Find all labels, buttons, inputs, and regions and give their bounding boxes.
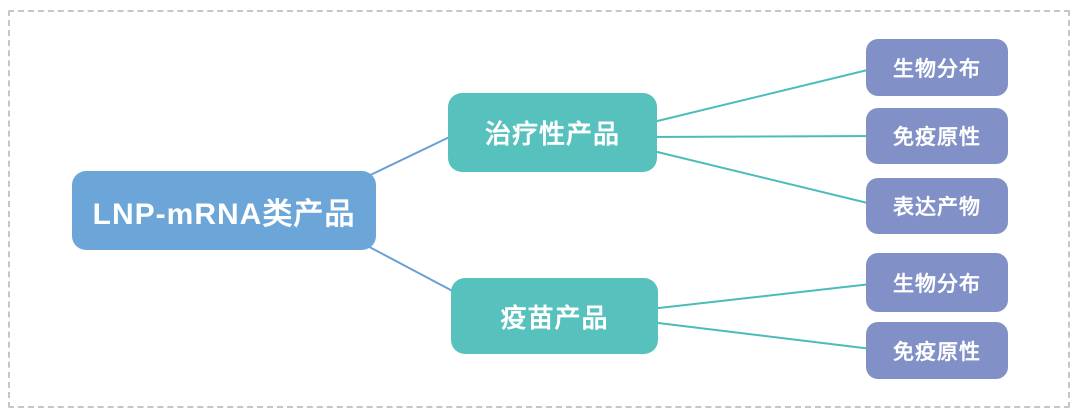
node-root-label: LNP-mRNA类产品 xyxy=(92,197,356,231)
node-vaccine-products: 疫苗产品 xyxy=(451,278,658,354)
node-therapeutic-immunogenicity: 免疫原性 xyxy=(866,108,1008,164)
node-vaccine-products-label: 疫苗产品 xyxy=(500,302,609,333)
node-therapeutic-immunogenicity-label: 免疫原性 xyxy=(893,126,981,149)
node-therapeutic-expression-product-label: 表达产物 xyxy=(893,196,981,219)
node-vaccine-biodistribution-label: 生物分布 xyxy=(893,272,981,296)
link-therapeutic-to-biodistribution xyxy=(644,66,881,125)
link-root-to-therapeutic xyxy=(359,131,461,181)
node-vaccine-biodistribution: 生物分布 xyxy=(866,253,1008,312)
node-therapeutic-products: 治疗性产品 xyxy=(448,93,657,172)
link-therapeutic-to-expression-product xyxy=(644,148,881,207)
node-therapeutic-biodistribution: 生物分布 xyxy=(866,39,1008,96)
link-vaccine-to-biodistribution xyxy=(649,282,881,310)
node-therapeutic-expression-product: 表达产物 xyxy=(866,178,1008,234)
link-therapeutic-to-immunogenicity xyxy=(644,135,881,138)
node-vaccine-immunogenicity-label: 免疫原性 xyxy=(893,340,981,364)
link-vaccine-to-immunogenicity xyxy=(649,321,881,351)
node-vaccine-immunogenicity: 免疫原性 xyxy=(866,322,1008,379)
node-root: LNP-mRNA类产品 xyxy=(72,171,376,250)
node-therapeutic-biodistribution-label: 生物分布 xyxy=(893,57,981,81)
node-therapeutic-products-label: 治疗性产品 xyxy=(484,119,620,149)
link-root-to-vaccine xyxy=(359,241,463,297)
